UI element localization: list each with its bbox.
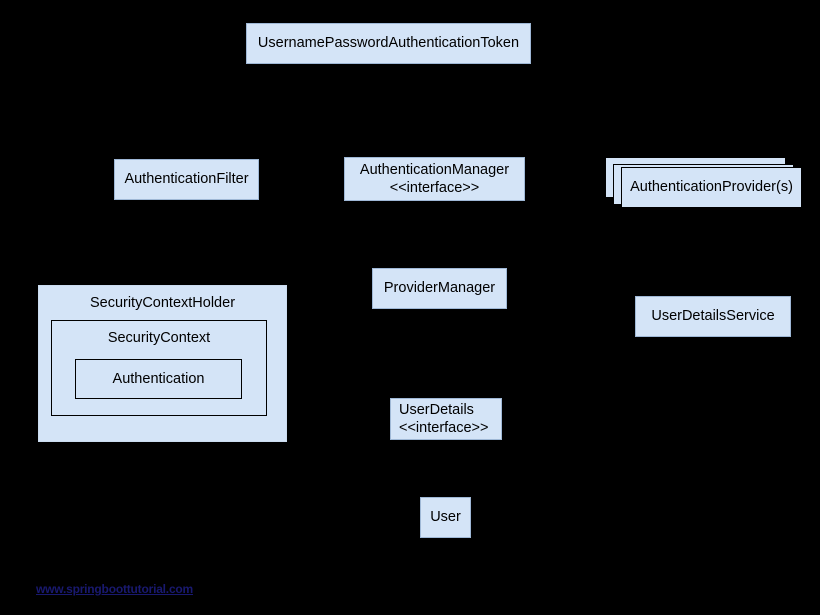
node-authentication-manager[interactable]: AuthenticationManager <<interface>>	[344, 157, 525, 201]
node-authentication-providers[interactable]: AuthenticationProvider(s)	[621, 167, 802, 208]
node-user-details[interactable]: UserDetails <<interface>>	[390, 398, 502, 440]
node-authentication[interactable]: Authentication	[75, 359, 242, 399]
node-username-password-authentication-token[interactable]: UsernamePasswordAuthenticationToken	[246, 23, 531, 64]
footer-website-link[interactable]: www.springboottutorial.com	[36, 582, 194, 596]
node-user[interactable]: User	[420, 497, 471, 538]
node-provider-manager[interactable]: ProviderManager	[372, 268, 507, 309]
node-user-details-service[interactable]: UserDetailsService	[635, 296, 791, 337]
node-authentication-filter[interactable]: AuthenticationFilter	[114, 159, 259, 200]
